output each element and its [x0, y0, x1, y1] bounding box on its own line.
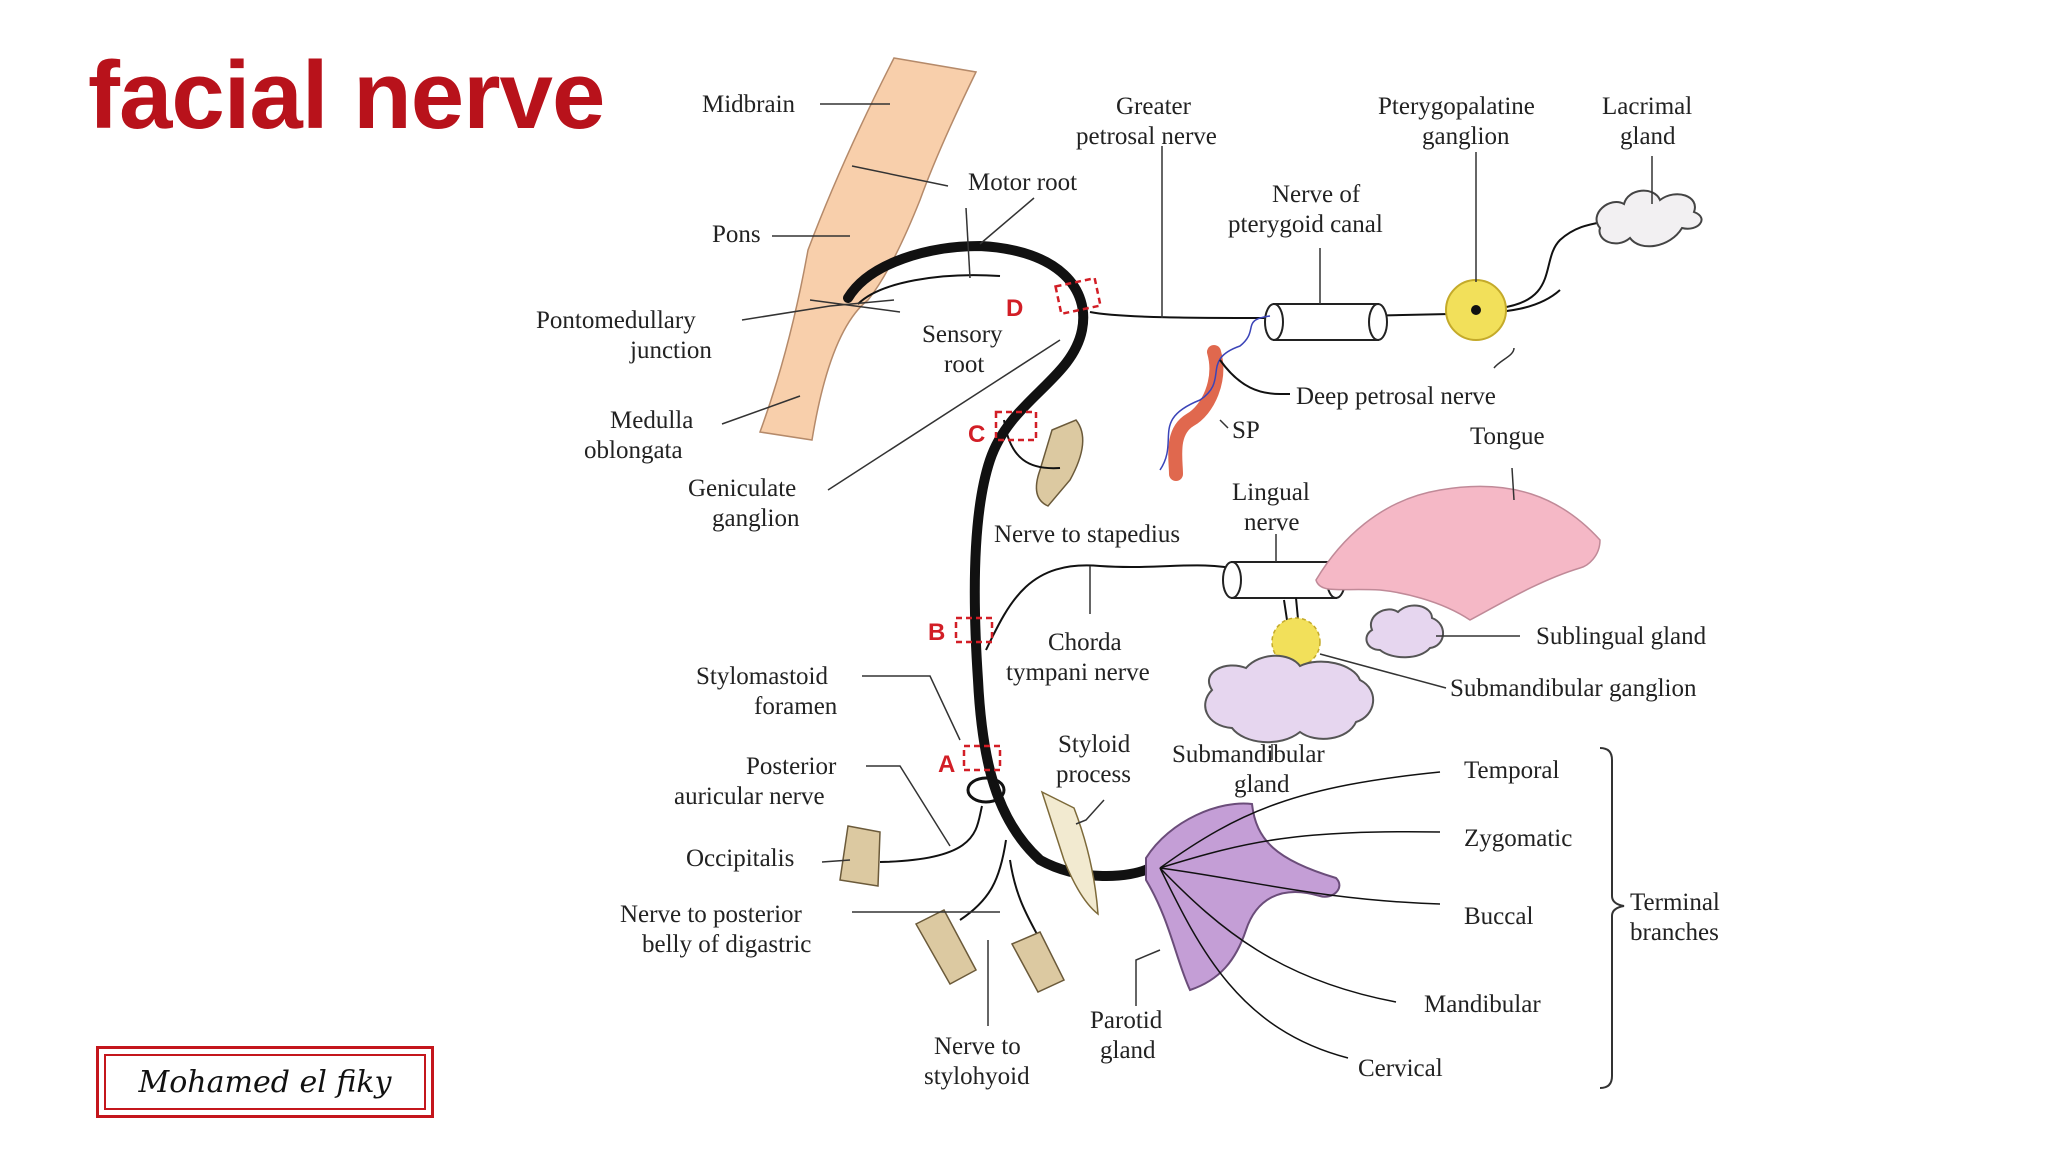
- label-sensory-root-2: root: [944, 351, 984, 378]
- label-medulla-1: Medulla: [610, 407, 693, 434]
- svg-text:C: C: [968, 421, 985, 448]
- label-pontomedullary-2: junction: [629, 337, 712, 364]
- label-stylohyoid-2: stylohyoid: [924, 1063, 1030, 1090]
- sublingual-gland: [1365, 604, 1444, 659]
- label-chorda-1: Chorda: [1048, 629, 1122, 656]
- pterygopalatine-ganglion-core: [1471, 305, 1481, 315]
- label-deep-petrosal: Deep petrosal nerve: [1296, 383, 1496, 410]
- label-medulla-2: oblongata: [584, 437, 683, 464]
- label-motor-root: Motor root: [968, 169, 1077, 196]
- segment-marker-a: A: [938, 744, 1002, 778]
- label-pterygoid-canal-1: Nerve of: [1272, 181, 1361, 208]
- tongue: [1315, 485, 1601, 621]
- label-terminal-1: Terminal: [1630, 889, 1720, 916]
- terminal-branch-lines: [1159, 771, 1441, 1059]
- segment-marker-c: C: [968, 410, 1038, 448]
- svg-text:A: A: [938, 751, 955, 778]
- label-styloid-2: process: [1056, 761, 1131, 788]
- author-name: Mohamed el fiky: [138, 1064, 392, 1100]
- label-geniculate-1: Geniculate: [688, 475, 796, 502]
- label-stylomastoid-1: Stylomastoid: [696, 663, 828, 690]
- label-lingual-1: Lingual: [1232, 479, 1310, 506]
- label-pterygopalatine-1: Pterygopalatine: [1378, 93, 1535, 120]
- label-parotid-2: gland: [1100, 1037, 1156, 1064]
- author-signature-box: Mohamed el fiky: [96, 1046, 434, 1118]
- facial-nerve-trunk: [843, 240, 1155, 882]
- label-submandibular-gland-2: gland: [1234, 771, 1290, 798]
- autonomic-fibre: [1159, 315, 1271, 471]
- leader-lines: [721, 103, 1653, 1026]
- diagram-labels: Midbrain Pons Pontomedullary junction Me…: [536, 91, 1720, 1090]
- slide-title: facial nerve: [88, 42, 605, 149]
- digastric-muscle: [914, 909, 978, 986]
- occipitalis-muscle: [839, 825, 881, 887]
- stapedius-muscle: [1035, 419, 1084, 507]
- label-digastric-1: Nerve to posterior: [620, 901, 803, 928]
- lacrimal-gland: [1595, 189, 1703, 248]
- label-digastric-2: belly of digastric: [642, 931, 811, 958]
- brainstem: [758, 57, 978, 441]
- stylomastoid-foramen-ring: [966, 776, 1006, 804]
- deep-petrosal-line: [1219, 359, 1290, 395]
- label-mandibular: Mandibular: [1424, 991, 1541, 1018]
- label-submandibular-gland-1: Submandibular: [1172, 741, 1325, 768]
- parotid-gland: [1145, 802, 1341, 992]
- label-stapedius: Nerve to stapedius: [994, 521, 1180, 548]
- label-lacrimal-1: Lacrimal: [1602, 93, 1692, 120]
- terminal-branches-brace: [1599, 747, 1625, 1089]
- label-styloid-1: Styloid: [1058, 731, 1131, 758]
- label-zygomatic: Zygomatic: [1464, 825, 1572, 852]
- nerve-to-stapedius-line: [1003, 419, 1061, 470]
- label-temporal: Temporal: [1464, 757, 1559, 784]
- label-terminal-2: branches: [1630, 919, 1719, 946]
- segment-marker-d: D: [1006, 276, 1102, 322]
- label-sublingual: Sublingual gland: [1536, 623, 1707, 650]
- label-cervical: Cervical: [1358, 1055, 1443, 1082]
- label-submandibular-ganglion: Submandibular ganglion: [1450, 675, 1697, 702]
- pterygoid-canal: [1264, 303, 1388, 341]
- stylohyoid-muscle: [1010, 931, 1066, 993]
- label-geniculate-2: ganglion: [712, 505, 800, 532]
- label-pterygopalatine-2: ganglion: [1422, 123, 1510, 150]
- label-sp: SP: [1232, 417, 1260, 444]
- sympathetic-artery: [1168, 345, 1224, 481]
- label-greater-petrosal-1: Greater: [1116, 93, 1192, 120]
- label-tongue: Tongue: [1470, 423, 1545, 450]
- label-posterior-auricular-1: Posterior: [746, 753, 837, 780]
- label-stylomastoid-2: foramen: [754, 693, 838, 720]
- label-stylohyoid-1: Nerve to: [934, 1033, 1021, 1060]
- label-occipitalis: Occipitalis: [686, 845, 794, 872]
- brainstem-divisions: [809, 165, 949, 313]
- label-midbrain: Midbrain: [702, 91, 796, 118]
- label-sensory-root-1: Sensory: [922, 321, 1003, 348]
- label-lacrimal-2: gland: [1620, 123, 1676, 150]
- posterior-auricular-line: [879, 805, 983, 863]
- label-buccal: Buccal: [1464, 903, 1533, 930]
- label-chorda-2: tympani nerve: [1006, 659, 1150, 686]
- label-pons: Pons: [712, 221, 761, 248]
- label-lingual-2: nerve: [1244, 509, 1300, 536]
- submandibular-gland: [1204, 654, 1375, 744]
- label-pterygoid-canal-2: pterygoid canal: [1228, 211, 1383, 238]
- label-parotid-1: Parotid: [1090, 1007, 1163, 1034]
- label-posterior-auricular-2: auricular nerve: [674, 783, 825, 810]
- segment-marker-b: B: [928, 616, 994, 646]
- label-greater-petrosal-2: petrosal nerve: [1076, 123, 1217, 150]
- svg-text:D: D: [1006, 295, 1023, 322]
- svg-text:B: B: [928, 619, 945, 646]
- styloid-process: [1040, 790, 1099, 916]
- facial-nerve-sensory-fibre: [857, 274, 1001, 305]
- label-pontomedullary-1: Pontomedullary: [536, 307, 696, 334]
